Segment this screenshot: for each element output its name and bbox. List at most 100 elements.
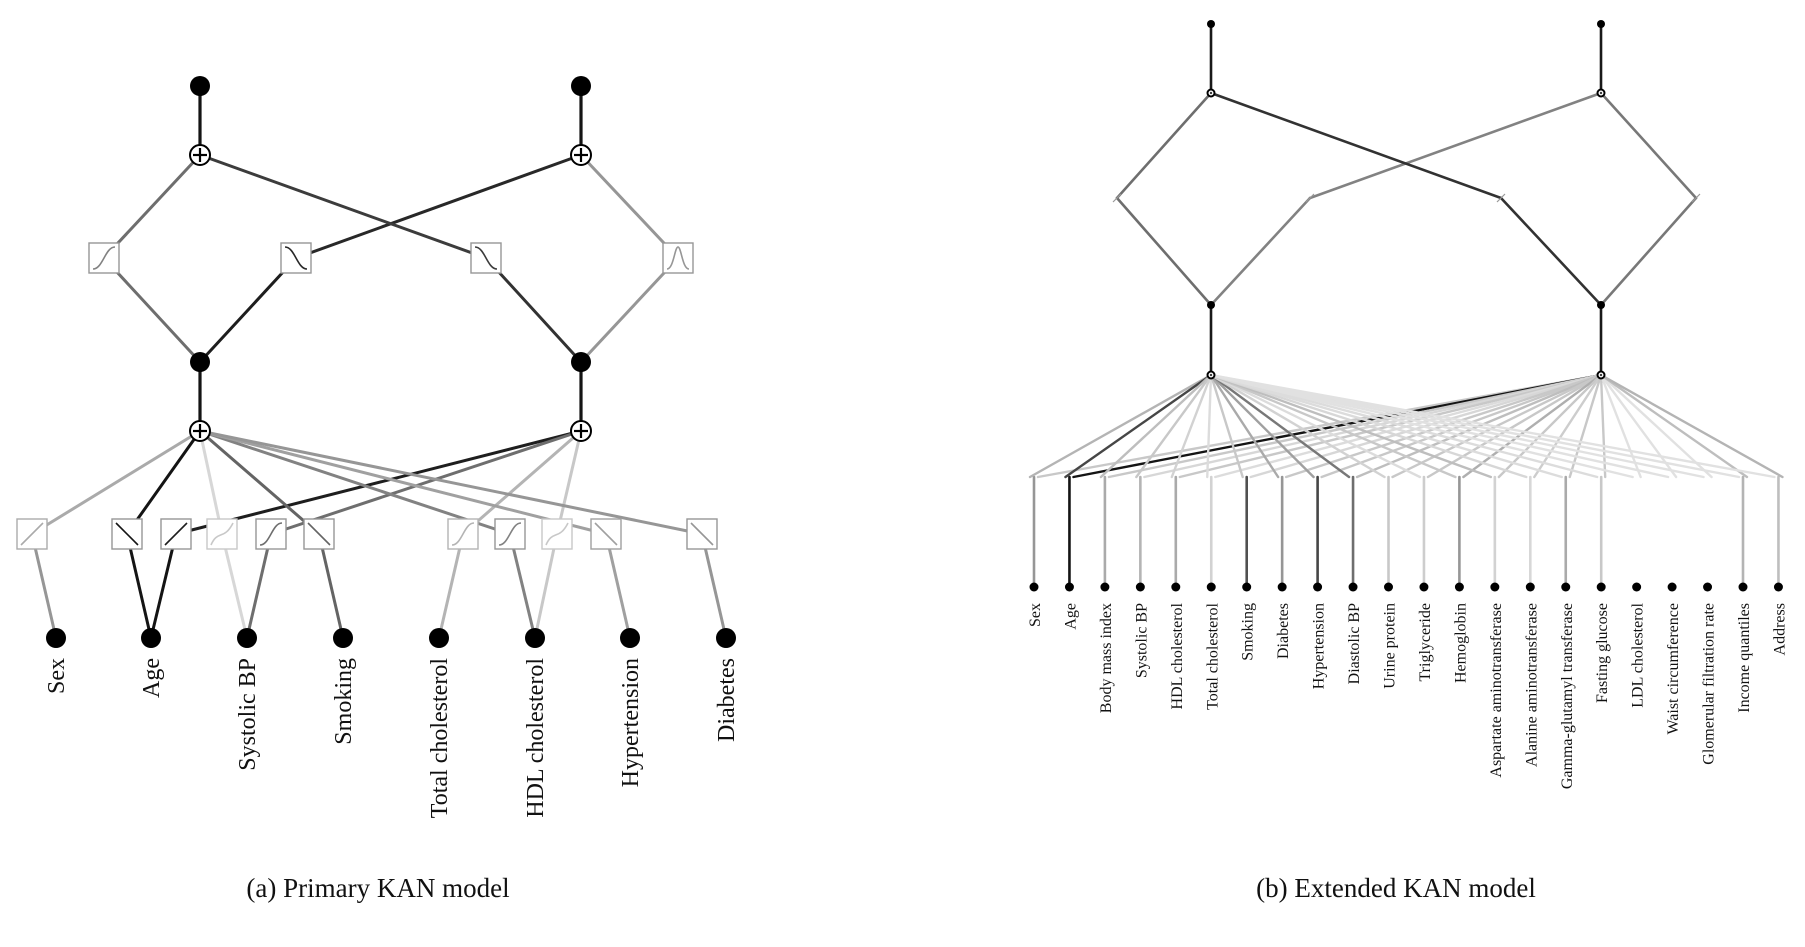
- input-node: [1773, 582, 1783, 592]
- panel-b-edges: [1028, 22, 1784, 589]
- input-node: [1100, 582, 1110, 592]
- activation-function-icon: [280, 242, 312, 274]
- output-node: [1597, 20, 1605, 28]
- output-node: [571, 76, 591, 96]
- layer1-edge-h1: [1599, 373, 1678, 479]
- feature-label: Triglyceride: [1417, 603, 1434, 682]
- feature-label: Sex: [1027, 603, 1044, 627]
- panel-b-nodes: [1029, 20, 1783, 592]
- layer1-edge-lower: [245, 532, 273, 640]
- activation-curve: [259, 522, 283, 546]
- feature-label: Systolic BP: [235, 658, 261, 771]
- input-node: [141, 628, 161, 648]
- panel-a-edges: [30, 84, 728, 640]
- activation-function-icon: [662, 242, 694, 274]
- input-node: [1419, 582, 1429, 592]
- panel-a-nodes: [46, 76, 736, 648]
- activation-function-icon: [160, 518, 192, 550]
- layer2-edge-upper: [1115, 91, 1213, 200]
- activation-curve: [545, 522, 569, 546]
- layer2-edge-upper: [294, 153, 583, 260]
- feature-label: Smoking: [331, 658, 357, 745]
- input-node: [1667, 582, 1677, 592]
- layer1-edge-h1: [1497, 373, 1603, 479]
- feature-label: Total cholesterol: [1204, 602, 1221, 709]
- layer1-edge-lower: [149, 532, 178, 640]
- input-node: [46, 628, 66, 648]
- feature-label: Income quantiles: [1736, 603, 1753, 713]
- input-node: [1313, 582, 1323, 592]
- layer1-edge-lower: [533, 532, 559, 640]
- layer2-edge-upper: [1599, 91, 1698, 200]
- activation-function-icon: [541, 518, 573, 550]
- layer1-edge-upper: [30, 429, 202, 536]
- layer2-edge-upper: [1209, 91, 1503, 200]
- layer1-edge-h0: [1209, 373, 1280, 479]
- activation-curve: [284, 246, 308, 270]
- input-node: [1171, 582, 1181, 592]
- layer1-edge-h0: [1209, 373, 1493, 479]
- layer1-edge-lower: [317, 532, 345, 640]
- feature-label: Total cholesterol: [427, 658, 453, 819]
- input-node: [333, 628, 353, 648]
- layer1-edge-h1: [1462, 373, 1603, 479]
- activation-curve: [210, 522, 234, 546]
- layer2-edge-upper: [198, 153, 488, 260]
- feature-label: Fasting glucose: [1594, 603, 1611, 703]
- input-node: [716, 628, 736, 648]
- input-node: [1596, 582, 1606, 592]
- layer1-edge-h1: [1599, 373, 1642, 479]
- layer1-edge-h0: [1209, 373, 1563, 479]
- layer1-edge-h0: [1099, 373, 1213, 479]
- layer1-edge-upper: [125, 429, 202, 536]
- feature-label: Urine protein: [1382, 603, 1399, 689]
- activation-function-icon: [1691, 193, 1701, 203]
- activation-curve: [474, 246, 498, 270]
- activation-curve: [20, 522, 44, 546]
- input-node: [1348, 582, 1358, 592]
- layer1-edge-h0: [1209, 373, 1528, 479]
- input-node: [1029, 582, 1039, 592]
- layer1-edge-lower: [220, 532, 249, 640]
- layer2-edge-lower: [1209, 196, 1312, 307]
- input-node: [1632, 582, 1642, 592]
- activation-function-icon: [1496, 193, 1506, 203]
- activation-function-icon: [111, 518, 143, 550]
- hidden-node: [571, 352, 591, 372]
- layer1-edge-h0: [1209, 373, 1315, 479]
- output-node: [190, 76, 210, 96]
- layer1-edge-h0: [1170, 373, 1213, 479]
- activation-curve: [594, 522, 618, 546]
- activation-curve: [498, 522, 522, 546]
- feature-label: Alanine aminotransferase: [1523, 603, 1540, 767]
- layer1-edge-lower: [125, 532, 153, 640]
- layer1-edge-h0: [1209, 373, 1599, 479]
- activation-curve: [666, 246, 690, 270]
- layer1-edge-h0: [1209, 373, 1351, 479]
- feature-label: Diabetes: [714, 658, 740, 742]
- activation-curve: [307, 522, 331, 546]
- feature-label: LDL cholesterol: [1630, 602, 1647, 707]
- input-node: [1384, 582, 1393, 592]
- feature-label: Hemoglobin: [1452, 603, 1469, 683]
- activation-function-icon: [686, 518, 718, 550]
- input-node: [1490, 582, 1500, 592]
- hidden-node: [190, 352, 210, 372]
- layer1-edge-h0: [1206, 373, 1213, 479]
- feature-label: Waist circumference: [1665, 603, 1682, 735]
- input-node: [1703, 582, 1713, 592]
- layer1-edge-h0: [1209, 373, 1776, 479]
- layer1-edge-h0: [1135, 373, 1213, 479]
- input-node: [1064, 582, 1074, 592]
- layer1-edge-h1: [1599, 373, 1713, 479]
- feature-label: Systolic BP: [1133, 603, 1150, 678]
- activation-curve: [164, 522, 188, 546]
- input-node: [1277, 582, 1287, 592]
- feature-label: HDL cholesterol: [1169, 602, 1186, 709]
- layer1-edge-h1: [1107, 373, 1603, 479]
- activation-curve: [92, 246, 116, 270]
- feature-label: Hypertension: [1311, 603, 1328, 689]
- layer1-edge-h0: [1209, 373, 1422, 479]
